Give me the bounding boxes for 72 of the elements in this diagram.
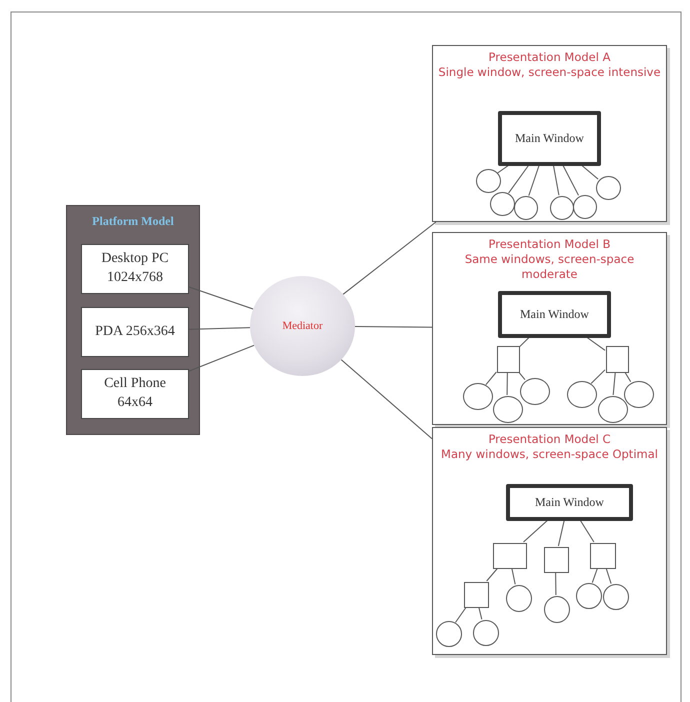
model-description: Single window, screen-space intensive [437, 65, 662, 80]
square-node [464, 582, 489, 608]
mediator-disc: Mediator [250, 276, 355, 376]
connector-line [511, 568, 516, 585]
connector-line [558, 520, 565, 546]
device-box: Cell Phone 64x64 [81, 369, 189, 419]
model-panel [432, 427, 667, 655]
connector-line [506, 372, 508, 396]
connector-line [508, 164, 530, 194]
connector-line [455, 606, 467, 623]
connector-line [562, 164, 579, 196]
square-node [590, 543, 616, 569]
connector-line [354, 326, 432, 328]
connector-line [486, 568, 498, 582]
circle-node [624, 381, 654, 408]
circle-node [603, 584, 629, 610]
circle-node [473, 620, 499, 646]
main-window-box: Main Window [498, 291, 611, 338]
model-title: Presentation Model B [488, 237, 612, 252]
model-panel [432, 232, 667, 425]
connector-line [586, 336, 606, 351]
panel-title: Platform Model [91, 214, 175, 229]
connector-line [606, 568, 612, 584]
circle-node [463, 383, 493, 410]
circle-node [596, 176, 621, 200]
circle-node [514, 196, 538, 220]
circle-node [476, 169, 501, 193]
model-title: Presentation Model A [488, 50, 612, 65]
device-box: Desktop PC 1024x768 [81, 244, 189, 294]
connector-line [188, 327, 250, 330]
square-node [544, 547, 569, 573]
connector-line [188, 344, 255, 372]
connector-line [580, 164, 599, 180]
main-window-box: Main Window [498, 111, 601, 166]
model-description: Many windows, screen-space Optimal [440, 447, 659, 462]
circle-node [544, 596, 570, 623]
connector-line [342, 222, 436, 295]
connector-line [580, 520, 594, 542]
connector-line [612, 372, 616, 396]
model-title: Presentation Model C [487, 432, 612, 447]
square-node [497, 346, 520, 373]
connector-line [518, 336, 530, 348]
circle-node [493, 396, 523, 423]
platform-panel [66, 205, 200, 435]
connector-line [497, 164, 510, 174]
connector-line [340, 359, 432, 440]
connector-line [624, 372, 632, 382]
connector-line [518, 372, 526, 380]
connector-line [478, 606, 482, 620]
circle-node [576, 583, 602, 609]
square-node [606, 346, 629, 373]
connector-line [523, 520, 548, 542]
circle-node [520, 378, 550, 405]
connector-line [188, 286, 254, 310]
connector-line [528, 164, 540, 196]
circle-node [506, 585, 532, 612]
connector-line [485, 372, 497, 386]
connector-line [555, 572, 556, 596]
circle-node [598, 396, 628, 423]
circle-node [567, 381, 597, 408]
circle-node [573, 195, 597, 219]
device-box: PDA 256x364 [81, 307, 189, 357]
circle-node [490, 192, 515, 216]
connector-line [592, 568, 598, 584]
circle-node [436, 621, 462, 647]
circle-node [550, 196, 574, 220]
main-window-box: Main Window [506, 484, 633, 521]
model-panel [432, 45, 667, 222]
connector-line [590, 369, 606, 384]
square-node [493, 543, 527, 569]
connector-line [552, 164, 560, 196]
model-description: Same windows, screen-space moderate [464, 252, 636, 282]
